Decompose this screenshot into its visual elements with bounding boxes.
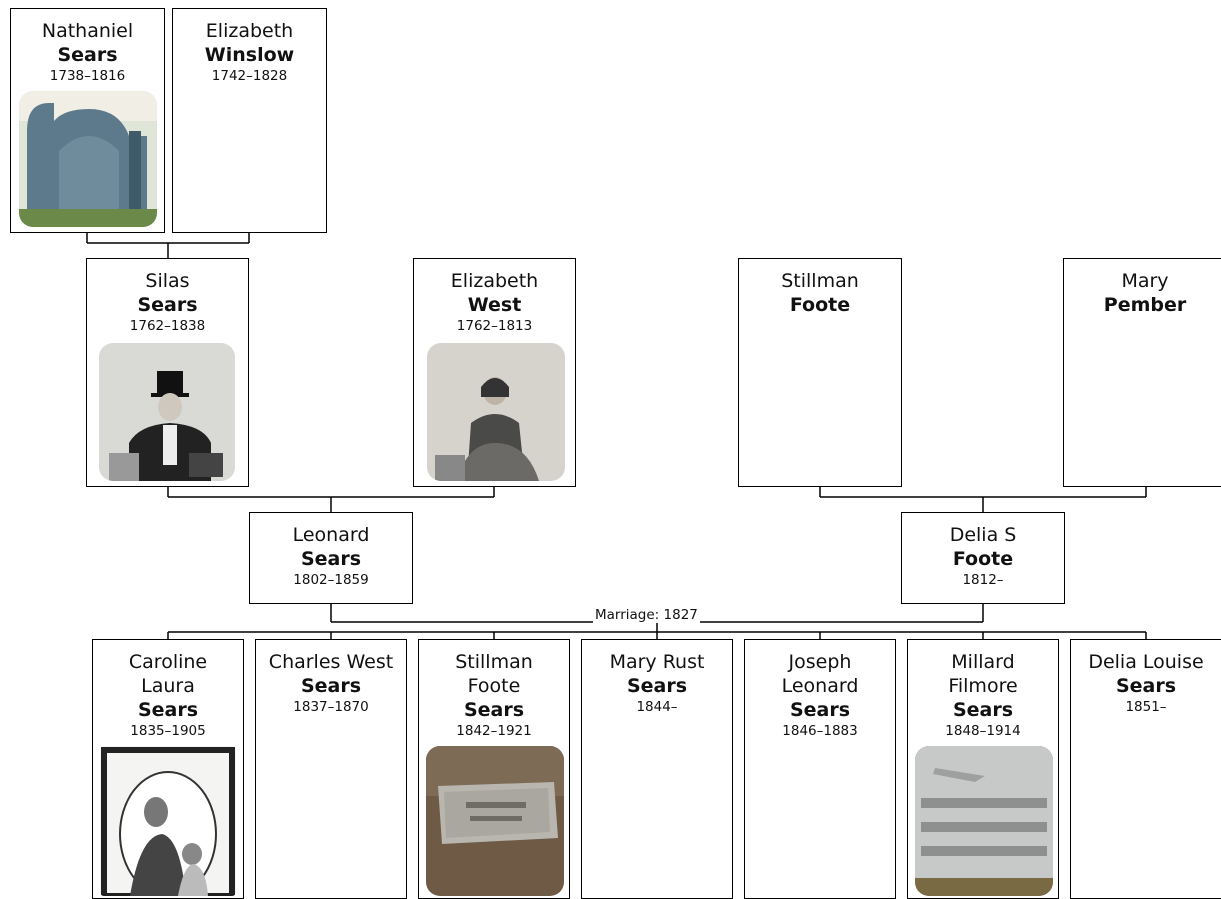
surname: Sears	[789, 699, 851, 721]
grave-marker-photo	[915, 746, 1053, 896]
life-dates: 1835–1905	[130, 723, 206, 739]
given-name: Nathaniel	[41, 20, 134, 42]
person-card-joseph-leonard-sears[interactable]: Joseph Leonard Sears 1846–1883	[744, 639, 896, 899]
person-card-mary-pember[interactable]: Mary Pember	[1063, 258, 1221, 487]
person-card-delia-louise-sears[interactable]: Delia Louise Sears 1851–	[1070, 639, 1221, 899]
life-dates: 1837–1870	[293, 699, 369, 715]
person-card-mary-rust-sears[interactable]: Mary Rust Sears 1844–	[581, 639, 733, 899]
surname: Winslow	[204, 44, 295, 66]
life-dates: 1851–	[1125, 699, 1167, 715]
person-card-charles-west-sears[interactable]: Charles West Sears 1837–1870	[255, 639, 407, 899]
given-name: Joseph Leonard	[781, 651, 859, 697]
life-dates: 1812–	[962, 572, 1004, 588]
given-name: Stillman Foote	[455, 651, 533, 697]
life-dates: 1848–1914	[945, 723, 1021, 739]
grave-marker-photo	[426, 746, 564, 896]
surname: West	[467, 294, 522, 316]
given-name: Mary	[1121, 270, 1169, 292]
life-dates: 1802–1859	[293, 572, 369, 588]
person-card-stillman-foote[interactable]: Stillman Foote	[738, 258, 902, 487]
gravestone-photo	[19, 91, 157, 227]
life-dates: 1846–1883	[782, 723, 858, 739]
life-dates: 1762–1838	[129, 318, 206, 334]
person-card-leonard-sears[interactable]: Leonard Sears 1802–1859	[249, 512, 413, 604]
life-dates: 1842–1921	[456, 723, 532, 739]
given-name: Leonard	[292, 524, 370, 546]
person-card-elizabeth-west[interactable]: Elizabeth West 1762–1813	[413, 258, 576, 487]
surname: Foote	[952, 548, 1014, 570]
given-name: Delia S	[949, 524, 1017, 546]
person-card-caroline-laura-sears[interactable]: Caroline Laura Sears 1835–1905	[92, 639, 244, 899]
person-card-delia-s-foote[interactable]: Delia S Foote 1812–	[901, 512, 1065, 604]
surname: Sears	[300, 548, 362, 570]
given-name: Elizabeth	[450, 270, 539, 292]
person-card-stillman-foote-sears[interactable]: Stillman Foote Sears 1842–1921	[418, 639, 570, 899]
surname: Pember	[1103, 294, 1187, 316]
surname: Foote	[789, 294, 851, 316]
given-name: Millard Filmore	[948, 651, 1018, 697]
surname: Sears	[137, 294, 198, 316]
surname: Sears	[300, 675, 362, 697]
marriage-label: Marriage: 1827	[593, 607, 700, 623]
person-card-silas-sears[interactable]: Silas Sears 1762–1838	[86, 258, 249, 487]
surname: Sears	[1115, 675, 1177, 697]
surname: Sears	[137, 699, 199, 721]
surname: Sears	[463, 699, 525, 721]
surname: Sears	[57, 44, 118, 66]
portrait-photo	[99, 343, 235, 481]
given-name: Stillman	[781, 270, 859, 292]
framed-portrait-photo	[100, 746, 236, 896]
life-dates: 1762–1813	[456, 318, 533, 334]
portrait-photo	[427, 343, 565, 481]
given-name: Charles West	[268, 651, 394, 673]
person-card-nathaniel-sears[interactable]: Nathaniel Sears 1738–1816	[10, 8, 165, 233]
surname: Sears	[626, 675, 688, 697]
surname: Sears	[952, 699, 1014, 721]
life-dates: 1738–1816	[49, 68, 126, 84]
life-dates: 1844–	[636, 699, 678, 715]
person-card-elizabeth-winslow[interactable]: Elizabeth Winslow 1742–1828	[172, 8, 327, 233]
given-name: Silas	[145, 270, 190, 292]
given-name: Elizabeth	[205, 20, 294, 42]
given-name: Delia Louise	[1088, 651, 1204, 673]
person-card-millard-filmore-sears[interactable]: Millard Filmore Sears 1848–1914	[907, 639, 1059, 899]
given-name: Caroline Laura	[128, 651, 208, 697]
life-dates: 1742–1828	[211, 68, 288, 84]
given-name: Mary Rust	[609, 651, 705, 673]
